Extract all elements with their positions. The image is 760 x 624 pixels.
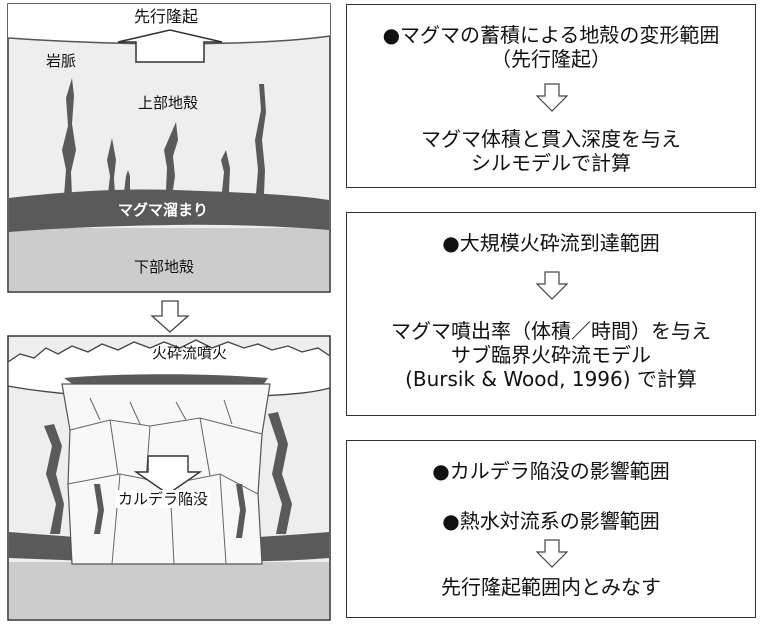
top-crust-diagram: [7, 3, 331, 293]
uplifted-surface: [8, 4, 330, 44]
deformation-title: ●マグマの蓄積による地殻の変形範囲: [382, 23, 720, 47]
dike-2: [107, 138, 116, 194]
dike-4: [164, 122, 178, 190]
uplift-label: 先行隆起: [134, 7, 199, 26]
ring-fault-left: [44, 424, 64, 534]
caldera-range-title: ●カルデラ陥没の影響範囲: [432, 459, 670, 483]
dike-6: [255, 84, 266, 194]
fracture-lines: [67, 397, 263, 565]
deformation-method-line1: マグマ体積と貫入深度を与え: [421, 127, 681, 151]
bottom-caldera-diagram: [7, 335, 331, 621]
box2-arrow: [535, 271, 569, 301]
lower-crust-layer: [9, 228, 329, 291]
caldera-method-line: 先行隆起範囲内とみなす: [441, 575, 661, 599]
dike-1: [62, 78, 76, 196]
pyroclastic-method-line1: マグマ噴出率（体積／時間）を与え: [391, 319, 711, 343]
eruption-label: 火砕流噴火: [152, 344, 228, 362]
deformation-method-line2: シルモデルで計算: [471, 151, 631, 175]
deformation-subtitle: （先行隆起）: [491, 47, 611, 71]
caldera-label: カルデラ陥没: [116, 490, 211, 508]
inner-dike-1: [94, 484, 104, 534]
pyroclastic-flow-box: ●大規模火砕流到達範囲 マグマ噴出率（体積／時間）を与え サブ臨界火砕流モデル …: [346, 212, 756, 416]
inner-dike-2: [236, 484, 246, 538]
ring-fault-right: [268, 412, 292, 534]
dike-5: [221, 150, 230, 192]
box3-arrow: [535, 539, 569, 569]
pyroclastic-method-line3: (Bursik & Wood, 1996) で計算: [405, 367, 697, 391]
hydrothermal-range-title: ●熱水対流系の影響範囲: [442, 509, 660, 533]
collapse-arrow: [133, 455, 203, 495]
pyroclastic-title: ●大規模火砕流到達範囲: [442, 231, 660, 255]
upper-crust-label: 上部地殻: [138, 94, 199, 112]
box1-arrow: [535, 83, 569, 113]
dike-3: [124, 170, 130, 192]
pyroclastic-method-line2: サブ臨界火砕流モデル: [451, 343, 651, 367]
uplift-arrow: [117, 29, 223, 63]
magma-chamber-label: マグマ溜まり: [118, 201, 209, 219]
deformation-range-box: ●マグマの蓄積による地殻の変形範囲 （先行隆起） マグマ体積と貫入深度を与え シ…: [346, 4, 756, 188]
dike-label: 岩脈: [46, 52, 77, 70]
magma-chamber: [9, 189, 329, 232]
left-transition-arrow: [150, 300, 190, 334]
caldera-hydrothermal-box: ●カルデラ陥没の影響範囲 ●熱水対流系の影響範囲 先行隆起範囲内とみなす: [346, 440, 756, 618]
lower-crust-label: 下部地殻: [134, 258, 195, 276]
caldera-lower-crust: [9, 562, 329, 619]
